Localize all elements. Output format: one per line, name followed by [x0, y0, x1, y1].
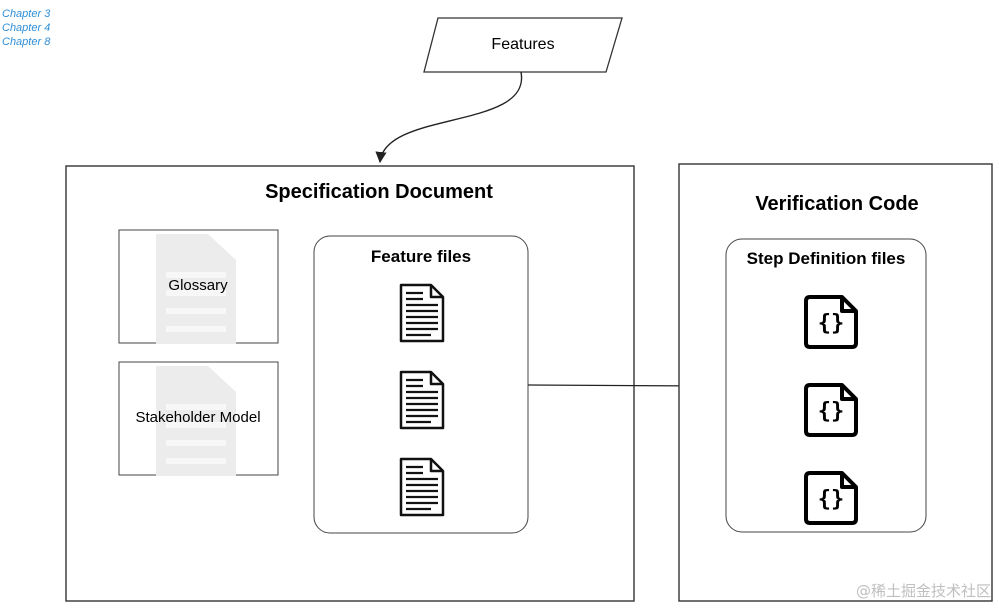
code-braces-icon: {}	[818, 487, 845, 512]
chapter-links: Chapter 3 Chapter 4 Chapter 8	[2, 7, 50, 49]
chapter-link-8[interactable]: Chapter 8	[2, 36, 51, 48]
watermark-text: @稀土掘金技术社区	[855, 582, 991, 600]
feature-file-icon	[399, 370, 445, 430]
features-to-spec-arrow	[375, 71, 523, 164]
stakeholder-model-box: Stakeholder Model	[118, 361, 279, 476]
step-definition-file-icon: {}	[804, 295, 858, 349]
code-braces-icon: {}	[818, 311, 845, 336]
verification-code-box: Verification Code Step Definition files …	[678, 163, 993, 602]
specification-document-title: Specification Document	[265, 181, 493, 203]
stakeholder-model-label: Stakeholder Model	[135, 409, 260, 426]
code-braces-icon: {}	[818, 399, 845, 424]
feature-files-title: Feature files	[371, 247, 471, 266]
step-definition-files-title: Step Definition files	[747, 249, 906, 268]
step-definition-files-box: Step Definition files {} {} {}	[725, 238, 927, 533]
feature-file-icon	[399, 283, 445, 343]
feature-files-box: Feature files	[313, 235, 529, 534]
step-definition-file-icon: {}	[804, 383, 858, 437]
chapter-link-3[interactable]: Chapter 3	[2, 8, 51, 20]
verification-code-title: Verification Code	[755, 193, 918, 215]
features-label: Features	[491, 36, 554, 53]
features-node: Features	[423, 17, 623, 73]
glossary-label: Glossary	[168, 277, 228, 294]
chapter-link-4[interactable]: Chapter 4	[2, 22, 51, 34]
glossary-box: Glossary	[118, 229, 279, 344]
feature-file-icon	[399, 457, 445, 517]
step-definition-file-icon: {}	[804, 471, 858, 525]
specification-document-box: Specification Document Glossary Stakehol…	[65, 165, 635, 602]
